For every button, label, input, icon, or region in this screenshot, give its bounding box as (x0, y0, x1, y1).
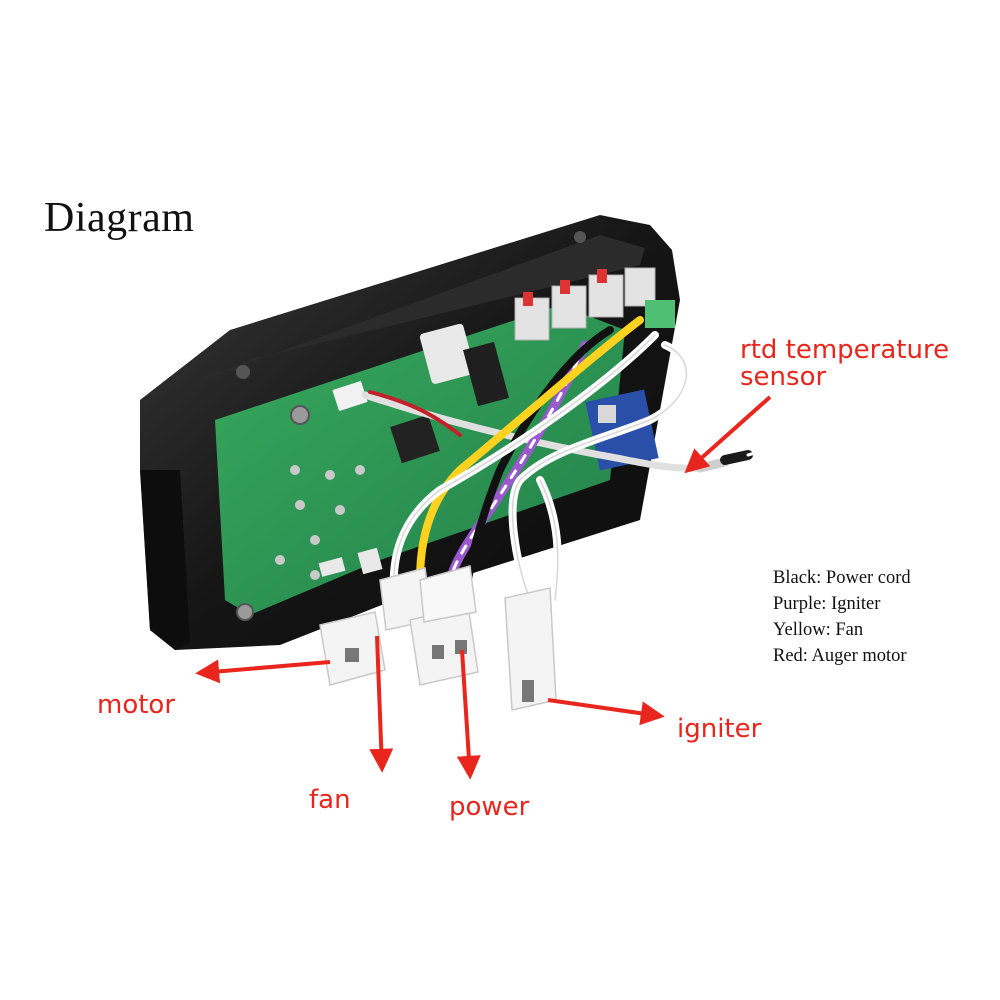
legend-item-black: Black: Power cord (773, 568, 911, 588)
legend-item-purple: Purple: Igniter (773, 594, 881, 614)
igniter-label: igniter (677, 714, 762, 744)
crystal-component (419, 323, 476, 384)
terminal-block (645, 300, 675, 328)
wire-harness (361, 316, 757, 604)
display-header (463, 341, 509, 407)
screw (290, 405, 310, 425)
fan-arrow (369, 635, 394, 773)
chip-component (390, 414, 440, 464)
circuit-board (215, 305, 625, 621)
rtd-label-line2: sensor (740, 362, 827, 393)
motor-arrow (195, 659, 331, 684)
motor-label: motor (97, 690, 176, 720)
rtd-sensor-label: rtd temperature sensor (740, 335, 950, 393)
power-label: power (449, 792, 530, 822)
fan-label: fan (309, 785, 351, 815)
rtd-label-line1: rtd temperature (740, 335, 950, 365)
diagram-title: Diagram (44, 195, 195, 241)
legend-item-yellow: Yellow: Fan (773, 620, 864, 640)
rtd-arrow (684, 395, 772, 474)
callout-arrows (195, 395, 772, 780)
wire-color-legend: Black: Power cord Purple: Igniter Yellow… (773, 565, 911, 669)
igniter-arrow (547, 698, 665, 726)
plug-connectors (319, 565, 557, 711)
screw (236, 603, 254, 621)
legend-item-red: Red: Auger motor (773, 646, 907, 666)
power-arrow (456, 649, 481, 780)
sensor-connector (332, 380, 368, 412)
